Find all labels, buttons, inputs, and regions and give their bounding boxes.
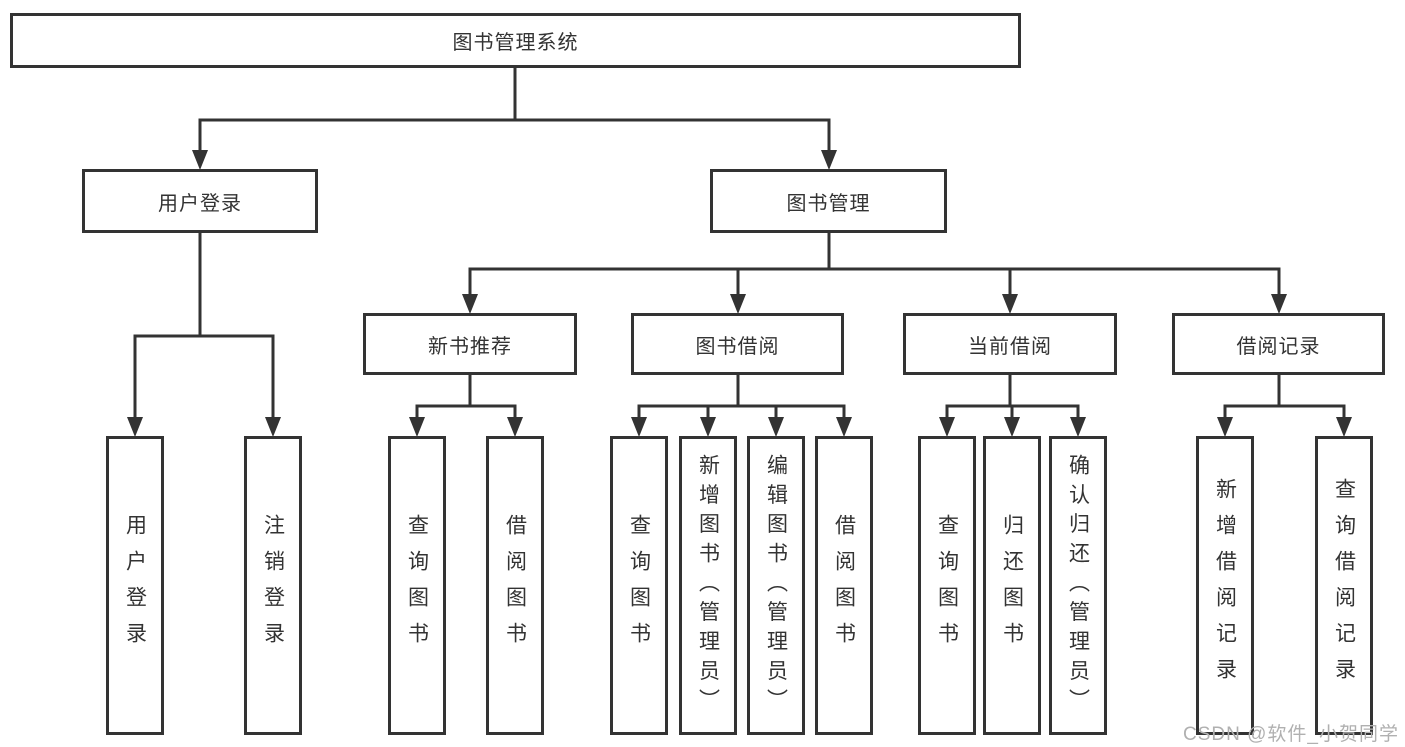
leaf-confirm-return-admin: 确认归还（管理员）	[1049, 436, 1107, 735]
leaf-label: 查询借阅记录	[1332, 477, 1356, 694]
leaf-query-books-3: 查询图书	[918, 436, 976, 735]
leaf-query-books-1: 查询图书	[388, 436, 446, 735]
leaf-label: 查询图书	[935, 513, 959, 658]
leaf-query-borrow-record: 查询借阅记录	[1315, 436, 1373, 735]
leaf-edit-book-admin: 编辑图书（管理员）	[747, 436, 805, 735]
node-new-book-recommend: 新书推荐	[363, 313, 577, 375]
leaf-label: 新增借阅记录	[1213, 477, 1237, 694]
node-book-borrowing: 图书借阅	[631, 313, 844, 375]
leaf-add-book-admin: 新增图书（管理员）	[679, 436, 737, 735]
csdn-watermark: CSDN @软件_小贺同学	[1183, 724, 1399, 745]
leaf-label: 新增图书（管理员）	[696, 453, 720, 718]
node-label: 图书管理系统	[452, 32, 579, 54]
node-label: 图书借阅	[695, 335, 780, 358]
leaf-label: 借阅图书	[503, 513, 527, 658]
node-label: 图书管理	[786, 192, 871, 215]
connector-edges	[133, 66, 1346, 419]
leaf-label: 归还图书	[1000, 513, 1024, 658]
leaf-label: 查询图书	[405, 513, 429, 658]
arrowheads	[127, 150, 1352, 437]
leaf-label: 确认归还（管理员）	[1066, 453, 1090, 718]
leaf-label: 编辑图书（管理员）	[764, 453, 788, 718]
leaf-add-borrow-record: 新增借阅记录	[1196, 436, 1254, 735]
leaf-label: 借阅图书	[832, 513, 856, 658]
node-user-login: 用户登录	[82, 169, 318, 233]
node-current-borrowing: 当前借阅	[903, 313, 1117, 375]
node-label: 当前借阅	[968, 335, 1052, 358]
leaf-borrow-books-2: 借阅图书	[815, 436, 873, 735]
leaf-label: 查询图书	[627, 513, 651, 658]
leaf-query-books-2: 查询图书	[610, 436, 668, 735]
leaf-logout: 注销登录	[244, 436, 302, 735]
leaf-user-login: 用户登录	[106, 436, 164, 735]
node-label: 借阅记录	[1236, 335, 1321, 358]
node-book-management-system: 图书管理系统	[10, 13, 1021, 68]
node-label: 用户登录	[158, 192, 242, 215]
node-book-management: 图书管理	[710, 169, 947, 233]
node-label: 新书推荐	[428, 335, 512, 358]
leaf-label: 注销登录	[261, 513, 285, 658]
leaf-label: 用户登录	[123, 513, 147, 658]
leaf-borrow-books-1: 借阅图书	[486, 436, 544, 735]
leaf-return-books: 归还图书	[983, 436, 1041, 735]
node-borrowing-records: 借阅记录	[1172, 313, 1385, 375]
